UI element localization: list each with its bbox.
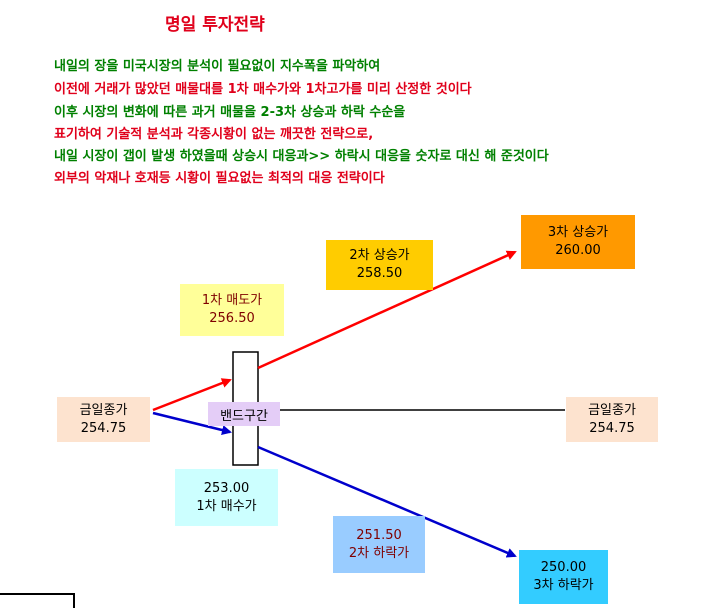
close-right-box: 금일종가 254.75 bbox=[566, 397, 658, 442]
description-line-2: 이전에 거래가 많았던 매물대를 1차 매수가와 1차고가를 미리 산정한 것이… bbox=[54, 82, 472, 97]
sell1-value: 256.50 bbox=[209, 311, 255, 326]
close-right-value: 254.75 bbox=[589, 420, 635, 436]
description-line-6: 외부의 악재나 호재등 시황이 필요없는 최적의 대응 전략이다 bbox=[54, 171, 385, 186]
page-title: 명일 투자전략 bbox=[165, 15, 265, 35]
rise3-value: 260.00 bbox=[555, 243, 601, 258]
fall3-label: 3차 하락가 bbox=[533, 578, 594, 593]
down-arrow-to-band bbox=[152, 411, 232, 435]
close-left-box: 금일종가 254.75 bbox=[57, 397, 150, 442]
down-arrow-to-fall3 bbox=[257, 445, 517, 558]
sell1-label: 1차 매도가 bbox=[201, 293, 263, 308]
close-left-value: 254.75 bbox=[80, 420, 127, 436]
up-arrow-to-band bbox=[152, 378, 232, 412]
description-line-3: 이후 시장의 변화에 따른 과거 매물을 2-3차 상승과 하락 수순을 bbox=[54, 105, 406, 120]
rise3-label: 3차 상승가 bbox=[547, 225, 609, 240]
description-line-4: 표기하여 기술적 분석과 각종시황이 없는 깨끗한 전략으로, bbox=[54, 127, 374, 142]
sell1-box: 1차 매도가 256.50 bbox=[180, 284, 284, 336]
fall3-value: 250.00 bbox=[540, 560, 587, 575]
close-right-label: 금일종가 bbox=[588, 402, 636, 418]
band-label: 밴드구간 bbox=[208, 402, 280, 426]
buy1-value: 253.00 bbox=[203, 480, 250, 496]
buy1-box: 253.00 1차 매수가 bbox=[175, 469, 278, 526]
rise2-value: 258.50 bbox=[356, 266, 403, 281]
rise3-box: 3차 상승가 260.00 bbox=[521, 215, 635, 269]
corner-frame bbox=[0, 593, 75, 608]
rise2-label: 2차 상승가 bbox=[349, 248, 410, 263]
fall2-box: 251.50 2차 하락가 bbox=[333, 516, 425, 573]
fall2-label: 2차 하락가 bbox=[348, 545, 410, 561]
description-line-1: 내일의 장을 미국시장의 분석이 필요없이 지수폭을 파악하여 bbox=[54, 59, 381, 74]
fall3-box: 250.00 3차 하락가 bbox=[519, 550, 608, 604]
up-arrow-to-rise3 bbox=[257, 250, 517, 370]
close-left-label: 금일종가 bbox=[79, 402, 128, 418]
fall2-value: 251.50 bbox=[356, 527, 402, 543]
buy1-label: 1차 매수가 bbox=[196, 498, 257, 514]
description-line-5: 내일 시장이 갭이 발생 하였을때 상승시 대응과>> 하락시 대응을 숫자로 … bbox=[54, 149, 549, 164]
rise2-box: 2차 상승가 258.50 bbox=[326, 240, 433, 290]
